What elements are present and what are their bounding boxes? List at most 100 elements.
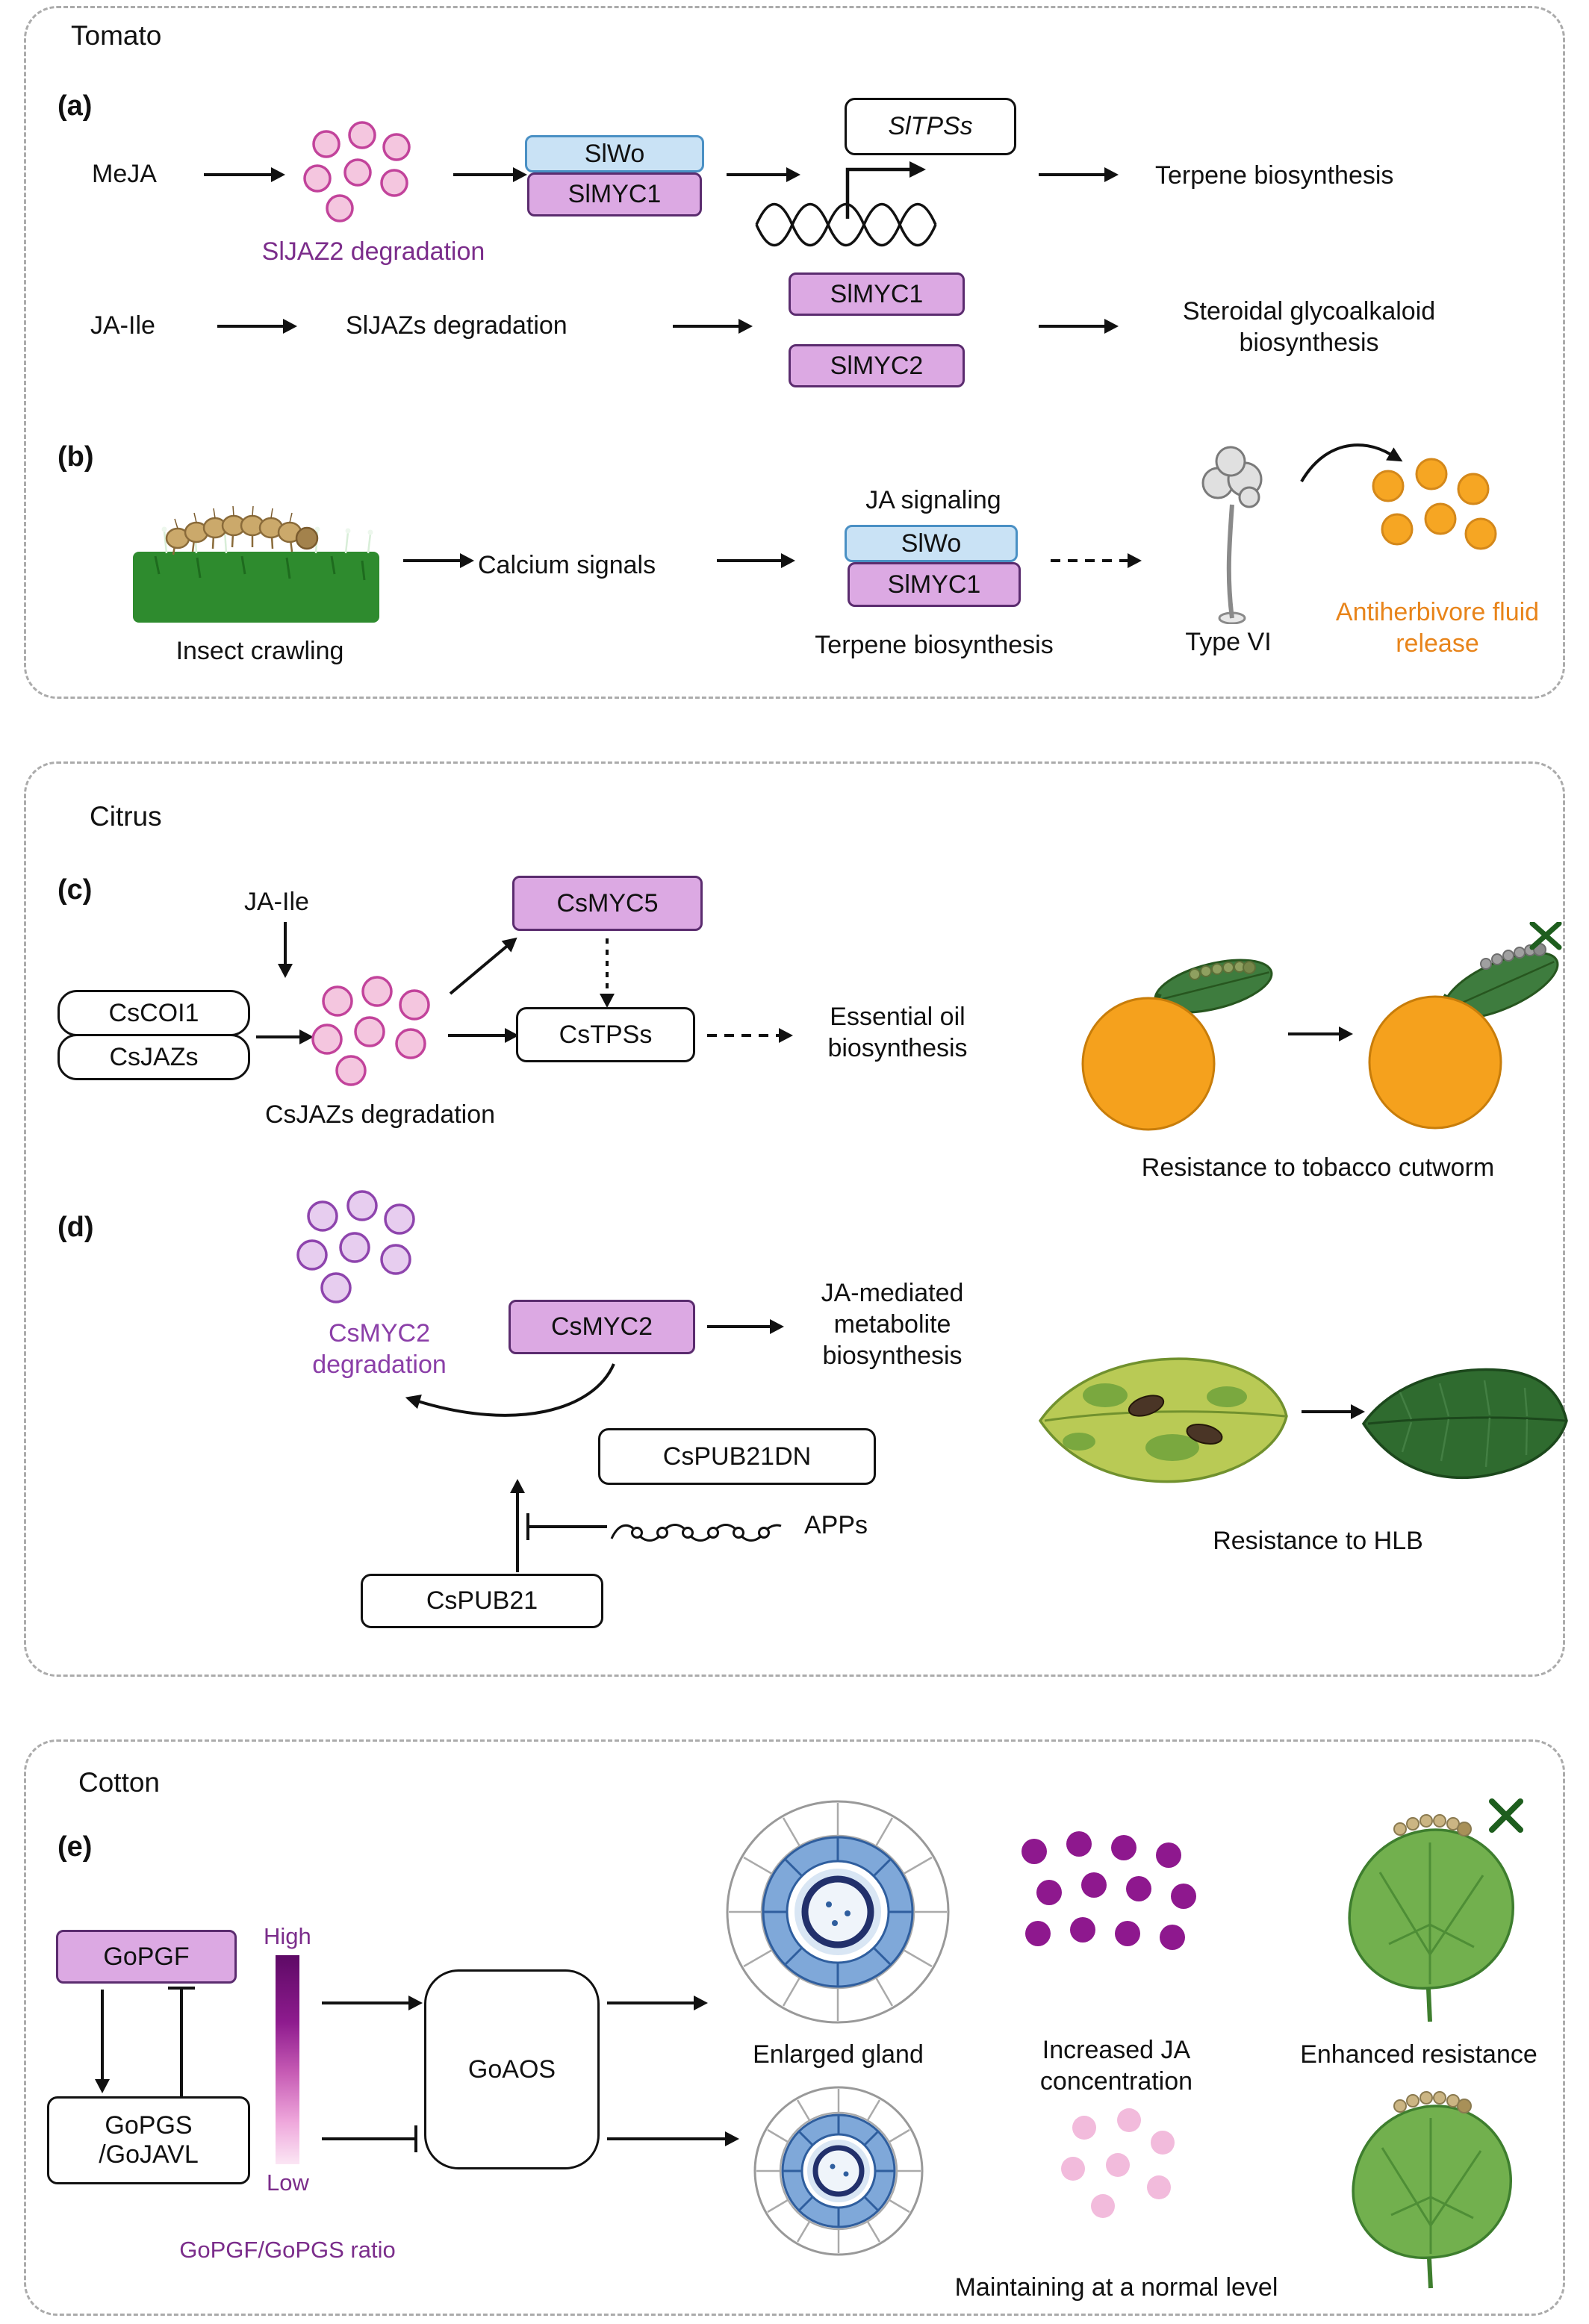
type-vi-label: Type VI xyxy=(1185,628,1272,656)
apps-label: APPs xyxy=(804,1511,868,1539)
cotton-title: Cotton xyxy=(78,1767,161,1798)
calcium-signals-label: Calcium signals xyxy=(478,551,656,579)
ratio-label: GoPGF/GoPGS ratio xyxy=(179,2237,396,2263)
csjazs-degradation-circles xyxy=(311,976,430,1086)
panel-tomato: Tomato (a) MeJA SlJAZ2 degradation SlWo … xyxy=(24,6,1565,699)
slmyc1-box: SlMYC1 xyxy=(527,172,702,216)
goaos-box: GoAOS xyxy=(424,1969,600,2169)
ja-signaling-label: JA signaling xyxy=(865,486,1001,514)
slmyc1-box-2: SlMYC1 xyxy=(789,272,965,316)
csmyc2-degradation-circles xyxy=(296,1190,415,1303)
meja-text: MeJA xyxy=(92,160,157,188)
dashed-arrow-to-oil xyxy=(707,1034,780,1037)
cstpss-box: CsTPSs xyxy=(516,1007,695,1062)
ja-ile-text-c: JA-Ile xyxy=(244,888,309,916)
gland-normal-icon xyxy=(753,2086,924,2256)
inhibition-low-to-goaos xyxy=(322,2137,416,2140)
label-c: (c) xyxy=(57,874,93,906)
low-label: Low xyxy=(267,2169,309,2196)
gopgs-gojavl-box: GoPGS /GoJAVL xyxy=(47,2096,250,2184)
enlarged-gland-label: Enlarged gland xyxy=(753,2040,924,2069)
csjazs-box: CsJAZs xyxy=(57,1034,250,1080)
dotted-arrow-csmyc5-to-cstpss xyxy=(606,938,609,995)
sljazs-degradation-label: SlJAZs degradation xyxy=(346,311,568,340)
increased-ja-label: Increased JA concentration xyxy=(1039,2036,1193,2096)
arrow-jaile-to-deg xyxy=(217,325,284,328)
slwo-box: SlWo xyxy=(525,135,704,172)
steroidal-label: Steroidal glycoalkaloid biosynthesis xyxy=(1182,297,1436,358)
cscoi1-box: CsCOI1 xyxy=(57,990,250,1036)
panel-cotton: Cotton (e) GoPGF GoPGS /GoJAVL High Low … xyxy=(24,1739,1565,2316)
arrow-meja-to-jaz xyxy=(204,173,273,176)
insect-crawling-label: Insect crawling xyxy=(175,637,344,665)
arrow-jaz-to-slwo xyxy=(453,173,514,176)
csjazs-degradation-label: CsJAZs degradation xyxy=(265,1100,496,1129)
csmyc2-degradation-label: CsMYC2 degradation xyxy=(312,1319,447,1380)
apps-peptide-icon xyxy=(610,1524,782,1542)
cspub21dn-box: CsPUB21DN xyxy=(598,1428,876,1485)
label-a: (a) xyxy=(57,90,93,122)
dna-promoter-icon xyxy=(755,161,937,247)
cotton-leaf-normal-icon xyxy=(1352,2091,1512,2289)
curved-arrow-release xyxy=(1300,443,1403,483)
arrow-coi1-to-deg xyxy=(256,1035,301,1038)
diseased-leaf-icon xyxy=(1038,1357,1288,1483)
arrow-slmyc1-to-dna xyxy=(727,173,788,176)
arrow-goaos-to-enlarged xyxy=(607,2001,695,2004)
maintaining-label: Maintaining at a normal level xyxy=(954,2273,1278,2302)
arrow-orange-to-orange xyxy=(1288,1032,1340,1035)
ja-ile-text-a: JA-Ile xyxy=(90,311,155,340)
csmyc5-box: CsMYC5 xyxy=(512,876,703,931)
arrow-deg-to-myc xyxy=(673,325,740,328)
resistance-cutworm-label: Resistance to tobacco cutworm xyxy=(1141,1153,1495,1182)
orange-fruit-resistant-icon xyxy=(1368,922,1562,1130)
gland-enlarged-icon xyxy=(726,1800,950,2024)
inhibition-gopgs-up xyxy=(180,1988,183,2096)
slwo-box-b: SlWo xyxy=(845,525,1018,562)
caterpillar-grass-icon xyxy=(133,505,379,623)
arrow-gopgf-down xyxy=(101,1990,104,2081)
label-d: (d) xyxy=(57,1212,94,1243)
citrus-title: Citrus xyxy=(90,801,162,832)
sljaz2-degradation-label: SlJAZ2 degradation xyxy=(261,237,485,266)
csmyc2-box: CsMYC2 xyxy=(509,1300,695,1354)
arrow-dna-to-terpene xyxy=(1039,173,1106,176)
label-b: (b) xyxy=(57,441,94,473)
arrow-deg-to-csmyc5 xyxy=(449,944,509,995)
label-e: (e) xyxy=(57,1831,93,1863)
slmyc1-box-b: SlMYC1 xyxy=(848,562,1021,607)
arrow-goaos-to-normal xyxy=(607,2137,727,2140)
ja-mediated-label: JA-mediated metabolite biosynthesis xyxy=(821,1279,964,1371)
arrow-myc-to-steroidal xyxy=(1039,325,1106,328)
essential-oil-label: Essential oil biosynthesis xyxy=(827,1003,968,1063)
dashed-arrow-to-trichome xyxy=(1051,559,1129,562)
terpene-biosynthesis-a: Terpene biosynthesis xyxy=(1155,161,1394,190)
inhibition-apps xyxy=(528,1525,607,1528)
cotton-leaf-resistant-icon xyxy=(1348,1798,1523,2022)
orange-fruit-infested-icon xyxy=(1081,959,1273,1131)
antiherbivore-label: Antiherbivore fluid release xyxy=(1335,598,1540,658)
resistance-hlb-label: Resistance to HLB xyxy=(1213,1527,1423,1555)
arrow-calcium-to-ja xyxy=(717,559,783,562)
terpene-biosynthesis-b: Terpene biosynthesis xyxy=(815,631,1054,659)
tomato-title: Tomato xyxy=(71,20,162,51)
arrow-insect-to-calcium xyxy=(403,559,461,562)
trichome-icon xyxy=(1201,446,1263,624)
arrow-csmyc2-to-metabolite xyxy=(707,1325,771,1328)
arrow-jaile-down xyxy=(284,922,287,965)
arrow-deg-to-cstpss xyxy=(448,1034,506,1037)
cspub21-box: CsPUB21 xyxy=(361,1574,603,1628)
normal-ja-dots-icon xyxy=(1061,2108,1175,2218)
increased-ja-dots-icon xyxy=(1022,1831,1196,1950)
panel-citrus: Citrus (c) JA-Ile CsCOI1 CsJAZs CsJAZs d… xyxy=(24,761,1568,1677)
arrow-high-to-goaos xyxy=(322,2001,410,2004)
antiherbivore-droplets-icon xyxy=(1372,458,1497,550)
enhanced-resistance-label: Enhanced resistance xyxy=(1300,2040,1537,2069)
sltpss-box: SlTPSs xyxy=(845,98,1016,155)
healthy-leaf-icon xyxy=(1361,1368,1568,1480)
slmyc2-box: SlMYC2 xyxy=(789,344,965,387)
sljaz2-degradation-circles xyxy=(303,121,411,222)
arrow-leaf-to-leaf xyxy=(1302,1410,1352,1413)
gopgs-line1: GoPGS xyxy=(105,2111,193,2140)
